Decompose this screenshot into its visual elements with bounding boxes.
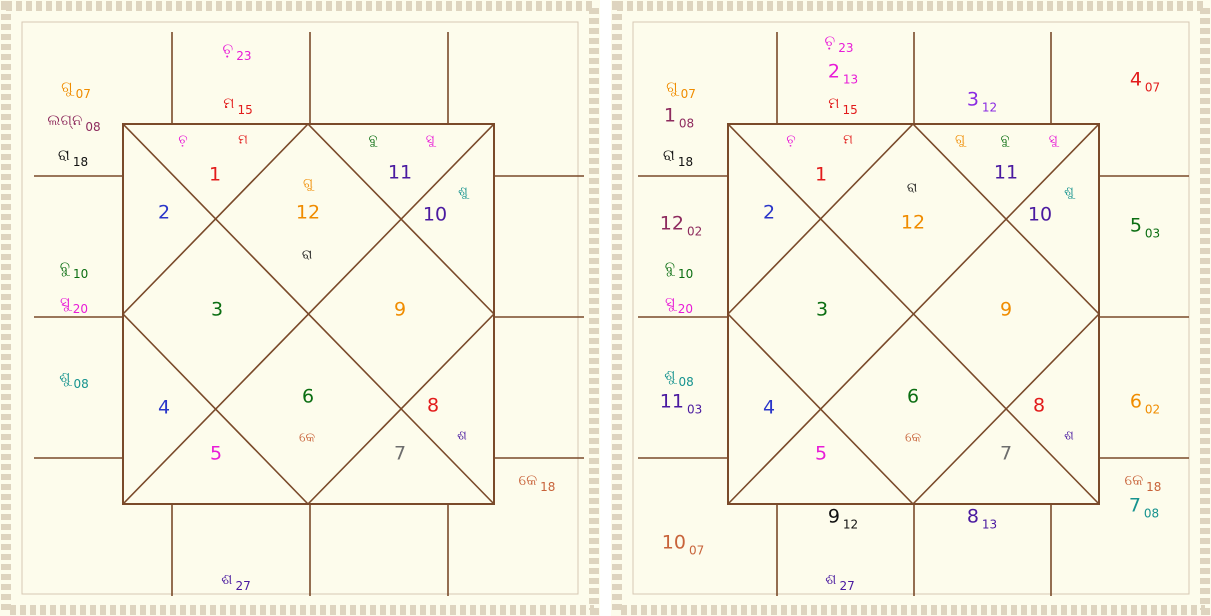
outer-planet: ଚ଼23 [223, 42, 252, 62]
outer-planet: ଗୁ07 [666, 80, 696, 100]
house-number: 4 [763, 399, 775, 418]
house-number: 9 [394, 301, 406, 320]
outer-planet: ବୁ10 [60, 260, 89, 280]
planet-label: ଶ [1064, 430, 1074, 443]
house-number: 8 [1033, 397, 1045, 416]
house-number: 6 [907, 388, 919, 407]
outer-planet: ଚ଼23 [825, 34, 854, 54]
house-number: 3 [816, 301, 828, 320]
planet-label: ସୁ [1049, 134, 1057, 147]
house-number: 2 [158, 204, 170, 223]
outer-planet: ସୁ20 [665, 295, 693, 315]
outer-planet: ଶୁ08 [59, 370, 88, 390]
planet-label: କେ [905, 432, 921, 445]
planet-label: ଶୁ [458, 186, 468, 199]
house-number: 7 [1000, 445, 1012, 464]
left-chart: 1 2 3 4 5 6 7 8 9 10 11 12 ଚ଼ ମ ବୁ ସୁ ଶୁ… [0, 0, 600, 616]
house-number: 7 [394, 445, 406, 464]
planet-label: ମ [238, 134, 248, 147]
planet-label: ବୁ [369, 134, 378, 147]
right-chart-frame [611, 0, 1211, 616]
planet-label: ଶ [457, 430, 467, 443]
outer-planet: ଗୁ07 [61, 80, 91, 100]
house-number: 9 [1000, 301, 1012, 320]
planet-label: ରା [302, 249, 312, 262]
house-number: 3 [211, 301, 223, 320]
house-number: 5 [210, 445, 222, 464]
house-number: 1 [815, 166, 827, 185]
outer-planet: ସୁ20 [60, 295, 88, 315]
house-number: 1 [209, 166, 221, 185]
planet-label: ସୁ [426, 134, 434, 147]
outer-planet: କେ18 [519, 473, 556, 493]
house-number: 6 [302, 388, 314, 407]
outer-planet: ରା18 [58, 148, 88, 168]
house-number: 12 [901, 214, 925, 233]
planet-label: ଗୁ [303, 178, 313, 191]
planet-label: ମ [843, 134, 853, 147]
planet-label: ବୁ [1001, 134, 1010, 147]
house-number: 8 [427, 397, 439, 416]
right-chart: 1 2 3 4 5 6 7 8 9 10 11 12 ଚ଼ ମ ଗୁ ବୁ ସୁ… [611, 0, 1211, 616]
outer-planet: ଶୁ08 [664, 368, 693, 388]
outer-planet: ରା18 [663, 148, 693, 168]
house-number: 10 [423, 206, 447, 225]
house-number: 11 [388, 164, 412, 183]
outer-planet: ବୁ10 [665, 260, 694, 280]
planet-label: ଶୁ [1064, 186, 1074, 199]
house-number: 11 [994, 164, 1018, 183]
house-number: 2 [763, 204, 775, 223]
planet-label: ଚ଼ [178, 134, 187, 147]
planet-label: ଚ଼ [786, 134, 795, 147]
house-number: 12 [296, 204, 320, 223]
planet-label: କେ [299, 432, 315, 445]
house-number: 10 [1028, 206, 1052, 225]
planet-label: ଗୁ [955, 134, 965, 147]
outer-planet: କେ18 [1125, 473, 1162, 493]
planet-label: ରା [907, 182, 917, 195]
house-number: 4 [158, 399, 170, 418]
house-number: 5 [815, 445, 827, 464]
